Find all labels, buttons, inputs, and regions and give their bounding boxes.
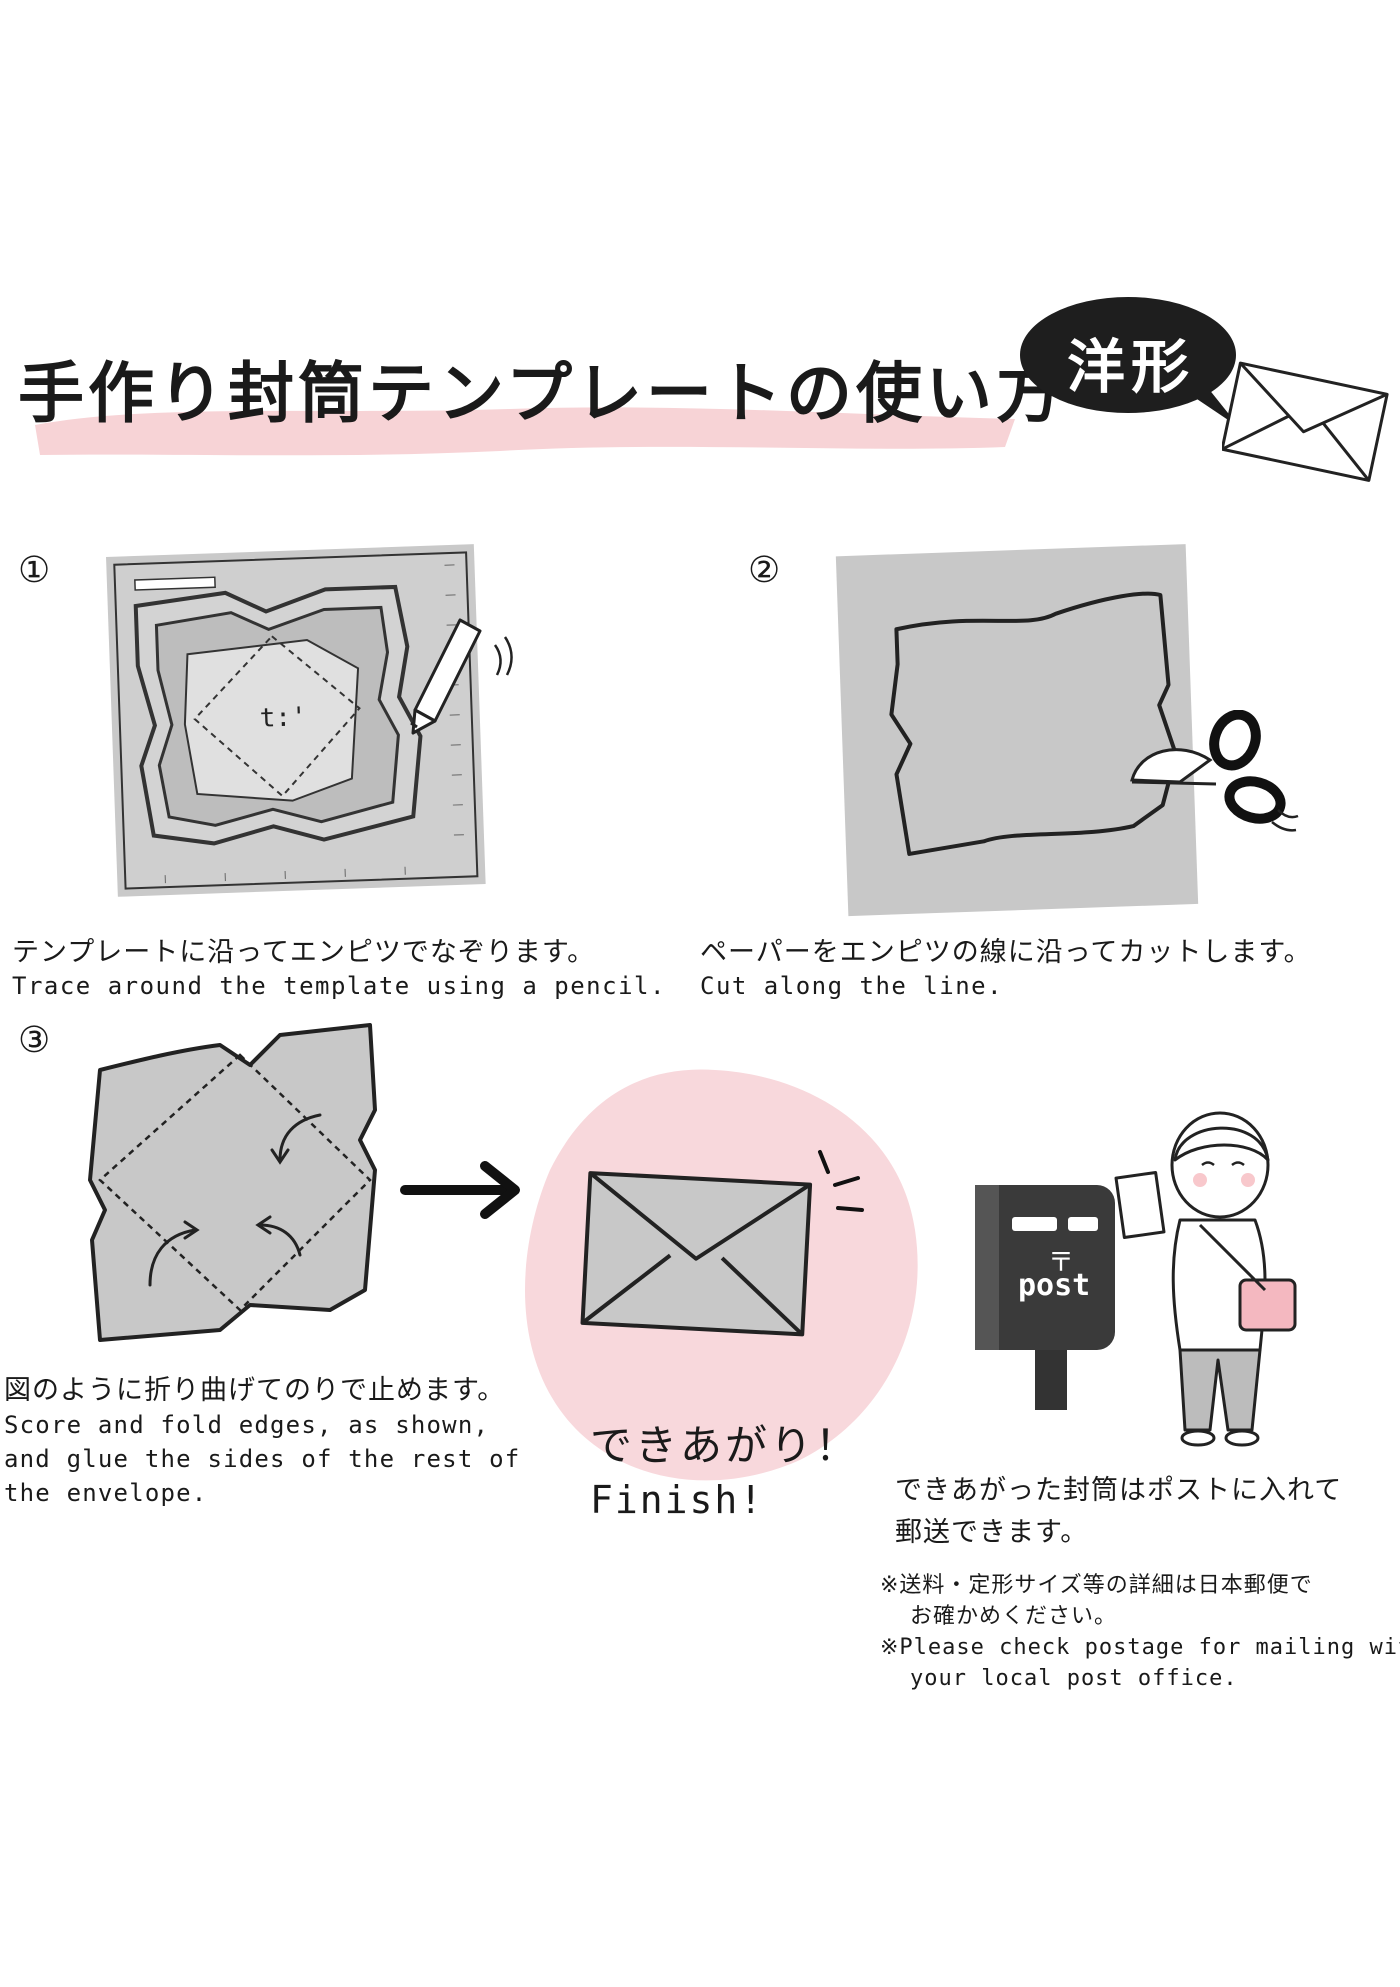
girl-mailing-illustration — [1114, 1111, 1297, 1447]
mail-text-line: できあがった封筒はポストに入れて — [895, 1475, 1343, 1506]
step-1-jp-text: テンプレートに沿ってエンピツでなぞります。 — [12, 937, 596, 968]
note-line: ※Please check postage for mailing with — [880, 1635, 1400, 1660]
step-1-number: ① — [18, 550, 51, 591]
fold-diagram — [88, 1023, 377, 1342]
scissors-icon — [1130, 710, 1299, 832]
note-line: お確かめください。 — [910, 1604, 1118, 1629]
mail-text: できあがった封筒はポストに入れて 郵送できます。 — [895, 1470, 1342, 1554]
envelope-icon — [1222, 361, 1389, 482]
note-line: your local post office. — [910, 1666, 1238, 1691]
postage-notes: ※送料・定形サイズ等の詳細は日本郵便で お確かめください。 ※Please ch… — [880, 1570, 1400, 1694]
finish-jp-text: できあがり！ — [590, 1421, 861, 1470]
mail-text-line: 郵送できます。 — [895, 1517, 1089, 1548]
step-2-number: ② — [748, 550, 781, 591]
step-2-jp-text: ペーパーをエンピツの線に沿ってカットします。 — [700, 937, 1312, 968]
badge-label: 洋形 — [1066, 333, 1195, 401]
cut-paper-illustration — [835, 544, 1199, 917]
arrow-right-icon — [400, 1161, 520, 1219]
note-line: ※送料・定形サイズ等の詳細は日本郵便で — [880, 1573, 1313, 1598]
step-3-en-text: Score and fold edges, as shown, and glue… — [4, 1408, 520, 1510]
step-2-en-text: Cut along the line. — [700, 972, 1004, 1000]
step-3-jp-text: 図のように折り曲げてのりで止めます。 — [4, 1375, 506, 1406]
step-3-en-line: the envelope. — [4, 1479, 208, 1507]
postbox-icon — [975, 1185, 1115, 1410]
step-3-en-line: and glue the sides of the rest of — [4, 1445, 521, 1473]
page-title: 手作り封筒テンプレートの使い方 — [18, 355, 1067, 432]
step-1-en-text: Trace around the template using a pencil… — [12, 972, 666, 1000]
postbox-mark: 〒 — [1048, 1248, 1075, 1278]
badge-bubble — [1020, 297, 1240, 428]
step-3-number: ③ — [18, 1020, 51, 1061]
finish-en-text: Finish! — [590, 1478, 765, 1522]
template-illustration: t:' — [106, 544, 486, 897]
finished-envelope-icon — [580, 1150, 864, 1337]
title-brush-stroke — [35, 407, 1015, 456]
svg-text:t:': t:' — [259, 702, 307, 734]
pencil-icon — [410, 618, 513, 735]
postbox-label: post — [1018, 1268, 1091, 1303]
step-3-en-line: Score and fold edges, as shown, — [4, 1411, 490, 1439]
